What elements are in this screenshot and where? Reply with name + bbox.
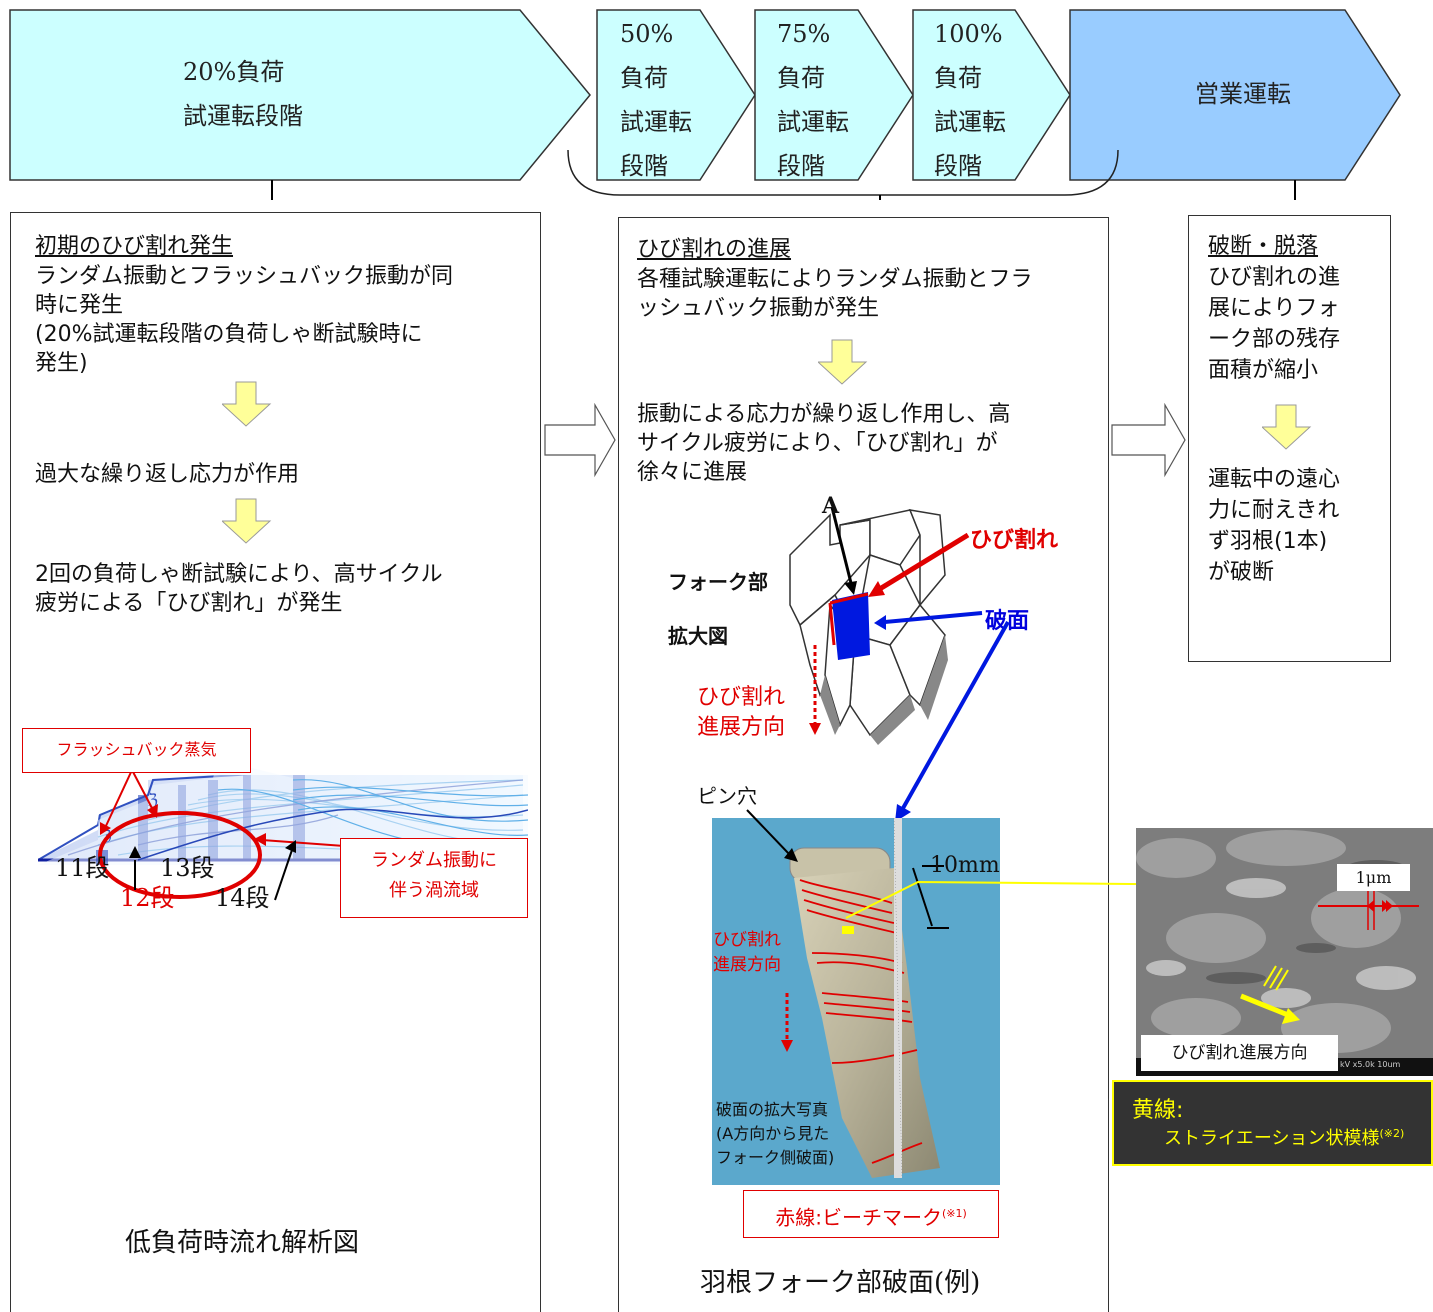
crack-direction-photo-label: ひび割れ進展方向 xyxy=(713,930,781,975)
stage-20-arrow xyxy=(9,9,591,181)
label-a: A xyxy=(822,493,840,519)
yellow-down-arrow xyxy=(818,339,868,385)
left-caption: 低負荷時流れ解析図 xyxy=(125,1228,360,1258)
stage-75-label: 75%負荷試運転段階 xyxy=(777,20,849,180)
stage-12-label: 12段 xyxy=(120,884,175,912)
yellow-down-arrow xyxy=(1262,404,1312,450)
yellow-line-legend: 黄線: ストライエーション状模様(※2) xyxy=(1112,1080,1433,1166)
right-paragraph-2: 運転中の遠心力に耐えきれず羽根(1本)が破断 xyxy=(1208,467,1341,585)
photo-caption: 破面の拡大写真(A方向から見たフォーク側破面) xyxy=(716,1100,835,1167)
middle-heading: ひび割れの進展 xyxy=(637,237,792,262)
fracture-photo xyxy=(712,817,1000,1185)
stage-arrows xyxy=(9,9,1401,200)
stage-100-label: 100%負荷試運転段階 xyxy=(934,20,1006,180)
stage-bracket xyxy=(567,149,1119,196)
stage-75-arrow xyxy=(754,9,914,181)
yellow-down-arrow xyxy=(222,381,272,427)
flashback-label-box: フラッシュバック蒸気 xyxy=(22,728,251,773)
stage-11-label: 11段 xyxy=(55,854,110,882)
flow-annotations xyxy=(98,769,401,901)
right-paragraph-1: ひび割れの進展によりフォーク部の残存面積が縮小 xyxy=(1208,265,1341,383)
stage-ops-arrow xyxy=(1069,9,1401,181)
vortex-ellipse xyxy=(98,811,262,899)
pin-hole-label: ピン穴 xyxy=(697,784,757,808)
stage-50-label: 50%負荷試運転段階 xyxy=(620,20,692,180)
stage-100-arrow xyxy=(912,9,1071,181)
middle-paragraph-1: 各種試験運転によりランダム振動とフラッシュバック振動が発生 xyxy=(637,267,1033,321)
fork-enlarged-drawing xyxy=(789,506,983,745)
beach-mark-box: 赤線:ビーチマーク(※1) xyxy=(743,1190,999,1238)
left-paragraph-1: ランダム振動とフラッシュバック振動が同時に発生(20%試運転段階の負荷しゃ断試験… xyxy=(35,264,454,376)
hollow-right-arrow-1 xyxy=(544,403,616,478)
stage-14-label: 14段 xyxy=(215,884,270,912)
fork-label: フォーク部拡大図 xyxy=(668,570,768,648)
svg-text:ℨ: ℨ xyxy=(148,790,158,809)
sem-scale-text: kV x5.0k 10um xyxy=(1340,1060,1401,1069)
yellow-down-arrow xyxy=(222,498,272,544)
middle-caption: 羽根フォーク部破面(例) xyxy=(700,1268,981,1298)
stage-13-label: 13段 xyxy=(160,854,215,882)
right-heading: 破断・脱落 xyxy=(1208,234,1319,259)
sem-direction-box: ひび割れ進展方向 xyxy=(1141,1035,1338,1071)
left-paragraph-3: 2回の負荷しゃ断試験により、高サイクル疲労による「ひび割れ」が発生 xyxy=(35,562,443,616)
mm-label: 10mm xyxy=(930,853,1000,878)
blue-long-arrow xyxy=(895,621,1010,822)
left-heading: 初期のひび割れ発生 xyxy=(35,234,234,259)
middle-paragraph-2: 振動による応力が繰り返し作用し、高サイクル疲労により、「ひび割れ」が徐々に進展 xyxy=(637,402,1011,485)
crack-label: ひび割れ xyxy=(970,528,1059,553)
left-paragraph-2: 過大な繰り返し応力が作用 xyxy=(35,462,300,487)
um-label-box: 1μm xyxy=(1337,864,1410,891)
crack-direction-label: ひび割れ進展方向 xyxy=(697,685,786,740)
stage-20-label: 20%負荷試運転段階 xyxy=(183,58,303,130)
vortex-label-box: ランダム振動に伴う渦流域 xyxy=(340,838,528,918)
stage-ops-label: 営業運転 xyxy=(1195,80,1291,108)
hollow-right-arrow-2 xyxy=(1111,403,1186,478)
stage-50-arrow xyxy=(596,9,756,181)
